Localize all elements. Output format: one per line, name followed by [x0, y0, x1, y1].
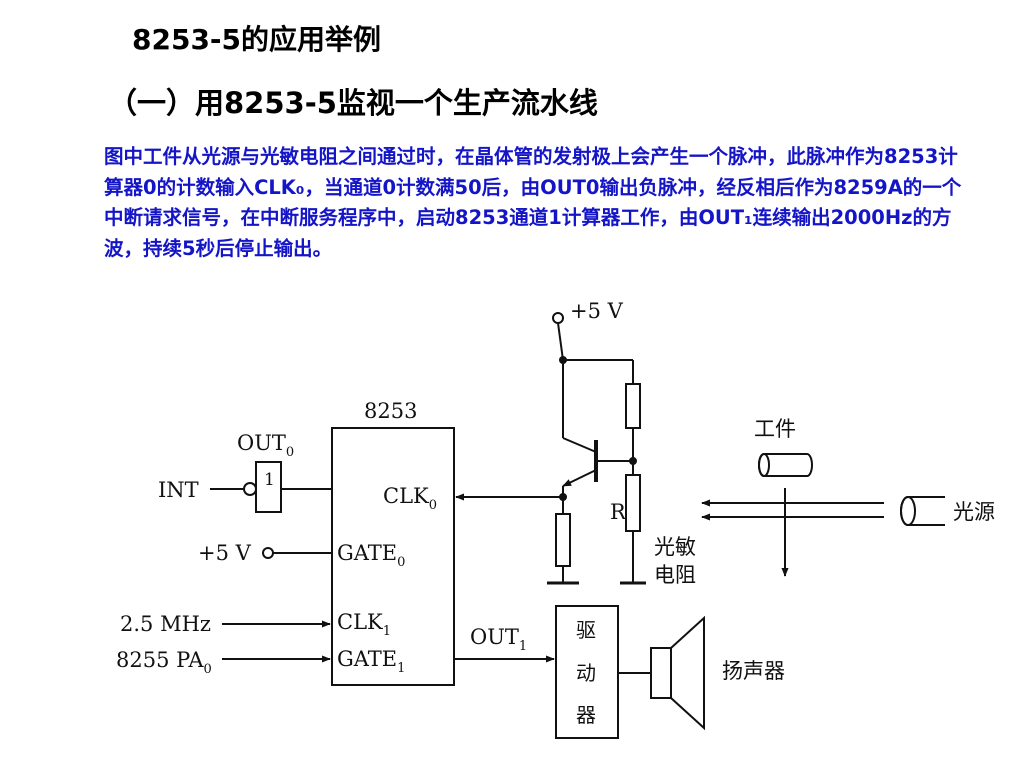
int-label: INT	[158, 478, 199, 502]
gate0-label-group: GATE0	[337, 541, 405, 570]
slide-description: 图中工件从光源与光敏电阻之间通过时，在晶体管的发射极上会产生一个脉冲，此脉冲作为…	[104, 145, 962, 260]
r-label: R	[610, 500, 627, 524]
resistor-emitter	[555, 513, 571, 567]
gate1-label: GATE	[337, 647, 397, 671]
out1-label-group: OUT1	[470, 625, 527, 654]
chip-8253-box	[331, 427, 455, 686]
inverter-bubble	[243, 482, 257, 496]
out1-label: OUT	[470, 625, 519, 649]
clk1-sub: 1	[383, 624, 391, 639]
clk1-label: CLK	[337, 610, 383, 634]
photoresistor-label-2: 电阻	[654, 563, 696, 587]
driver-label-3: 器	[576, 703, 596, 727]
driver-label-1: 驱	[576, 618, 596, 642]
resistor-top	[625, 383, 641, 429]
gate0-label: GATE	[337, 541, 397, 565]
input-2-5mhz-label: 2.5 MHz	[120, 612, 211, 636]
chip-label: 8253	[364, 399, 417, 423]
clk0-label-group: CLK0	[383, 484, 437, 513]
speaker-label: 扬声器	[722, 659, 785, 683]
light-source-icon	[900, 496, 945, 526]
plus5v-left-terminal	[262, 547, 274, 559]
clk1-label-group: CLK1	[337, 610, 391, 639]
out0-label: OUT	[237, 431, 286, 455]
driver-label-2: 动	[576, 661, 596, 685]
input-8255-label: 8255 PA	[116, 648, 204, 672]
plus5v-top-label: +5 V	[570, 299, 624, 323]
gate1-sub: 1	[397, 661, 405, 676]
gate0-sub: 0	[397, 555, 405, 570]
workpiece-label: 工件	[754, 417, 796, 441]
gate1-label-group: GATE1	[337, 647, 405, 676]
slide-subtitle: （一）用8253-5监视一个生产流水线	[108, 86, 598, 120]
clk0-sub: 0	[429, 498, 437, 513]
photoresistor-label-1: 光敏	[654, 535, 696, 559]
inverter-label: 1	[264, 470, 275, 490]
input-8255-label-group: 8255 PA0	[116, 648, 212, 677]
photoresistor	[625, 474, 641, 532]
clk0-label: CLK	[383, 484, 429, 508]
plus5v-left-label: +5 V	[198, 541, 252, 565]
out1-sub: 1	[519, 639, 527, 654]
out0-sub: 0	[286, 445, 294, 460]
speaker-cone	[670, 615, 705, 731]
light-source-label: 光源	[953, 500, 995, 524]
input-8255-sub: 0	[204, 662, 212, 677]
speaker-body	[650, 647, 672, 699]
slide-title: 8253-5的应用举例	[132, 23, 382, 56]
out0-label-group: OUT0	[237, 431, 294, 460]
plus5v-top-terminal	[552, 312, 564, 324]
